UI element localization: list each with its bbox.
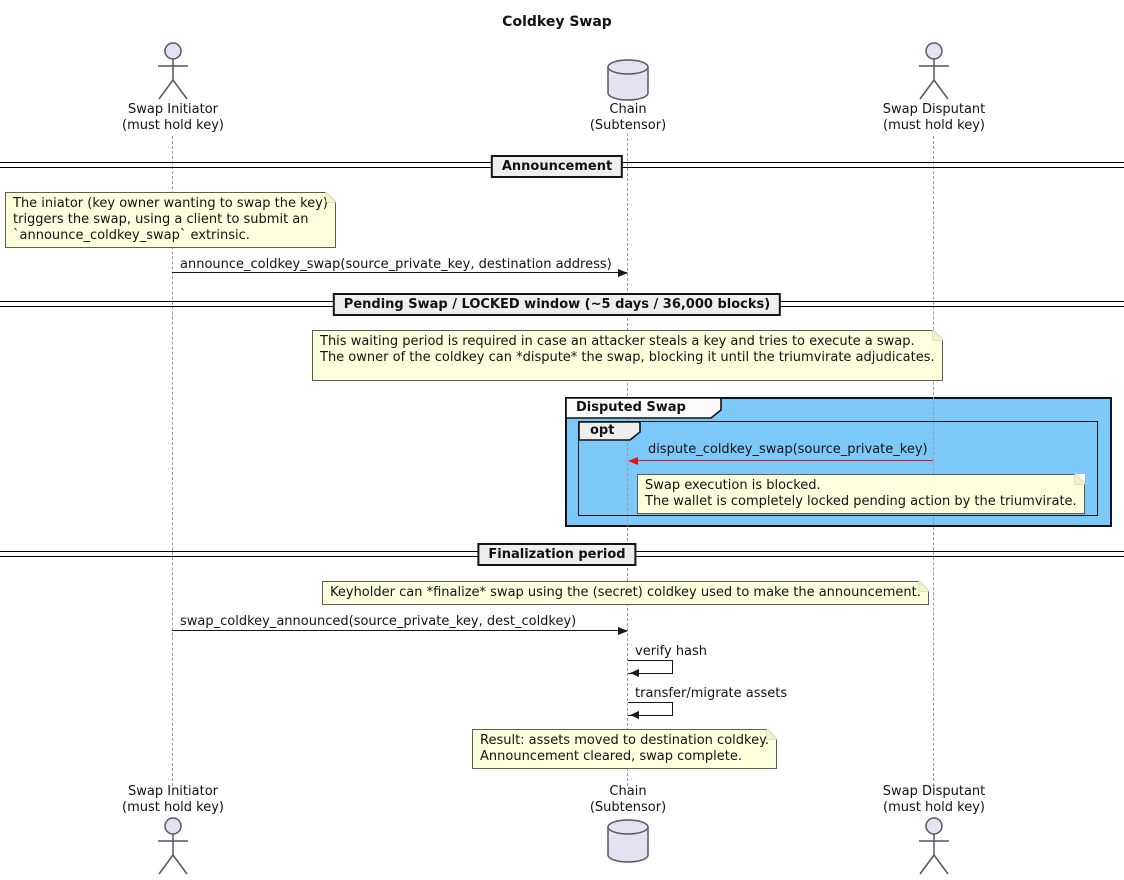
note-line: This waiting period is required in case … [320, 334, 915, 349]
note-line: The iniator (key owner wanting to swap t… [13, 196, 328, 211]
participant-qualifier: (must hold key) [883, 118, 985, 133]
participant-qualifier: (Subtensor) [589, 118, 667, 133]
message-dispute-label: dispute_coldkey_swap(source_private_key) [648, 442, 928, 457]
participant-name: Swap Initiator [128, 784, 218, 799]
actor-icon [919, 817, 949, 875]
participant-initiator-bottom: Swap Initiator (must hold key) [122, 784, 224, 816]
database-icon [607, 819, 649, 863]
note-line: The wallet is completely locked pending … [645, 494, 1077, 509]
self-message-loop [628, 702, 673, 716]
participant-qualifier: (must hold key) [122, 800, 224, 815]
arrowhead-left-icon [630, 669, 639, 677]
participant-name: Chain [609, 784, 647, 799]
diagram-title: Coldkey Swap [502, 14, 612, 30]
participant-name: Chain [609, 102, 647, 117]
note-result: Result: assets moved to destination cold… [472, 729, 778, 769]
opt-operator: opt [590, 423, 615, 438]
note-line: triggers the swap, using a client to sub… [13, 212, 309, 227]
opt-tab [578, 421, 641, 441]
arrowhead-right-icon [618, 627, 628, 635]
note-line: Announcement cleared, swap complete. [480, 749, 742, 764]
message-verify-label: verify hash [635, 644, 708, 659]
note-line: The owner of the coldkey can *dispute* t… [320, 350, 935, 365]
actor-icon [158, 42, 188, 100]
actor-icon [919, 42, 949, 100]
note-finalize: Keyholder can *finalize* swap using the … [322, 581, 929, 605]
database-icon [607, 59, 649, 101]
participant-qualifier: (Subtensor) [589, 800, 667, 815]
note-line: Keyholder can *finalize* swap using the … [330, 585, 921, 600]
lifeline-initiator [172, 136, 173, 786]
opt-fragment [578, 421, 1098, 516]
group-title-tab [565, 397, 722, 419]
participant-disputant: Swap Disputant (must hold key) [883, 102, 986, 134]
participant-qualifier: (must hold key) [883, 800, 985, 815]
note-line: Result: assets moved to destination cold… [480, 733, 770, 748]
participant-chain: Chain (Subtensor) [590, 102, 666, 134]
participant-name: Swap Disputant [882, 102, 986, 117]
arrowhead-right-icon [618, 269, 628, 277]
message-finalize-line [172, 630, 627, 631]
divider-finalization: Finalization period [477, 543, 637, 566]
message-finalize-label: swap_coldkey_announced(source_private_ke… [180, 614, 577, 629]
participant-name: Swap Initiator [128, 102, 218, 117]
note-blocked: Swap execution is blocked. The wallet is… [637, 474, 1085, 514]
note-waiting: This waiting period is required in case … [312, 330, 943, 381]
self-message-loop [628, 660, 673, 674]
note-line: `announce_coldkey_swap` extrinsic. [13, 228, 250, 243]
arrowhead-left-icon [630, 711, 639, 719]
participant-chain-bottom: Chain (Subtensor) [590, 784, 666, 816]
lifeline-disputant [933, 136, 934, 786]
message-dispute-line [630, 460, 933, 461]
participant-name: Swap Disputant [882, 784, 986, 799]
divider-announcement: Announcement [490, 155, 624, 178]
arrowhead-left-icon [628, 457, 638, 465]
note-initiate: The iniator (key owner wanting to swap t… [5, 192, 336, 248]
message-announce-label: announce_coldkey_swap(source_private_key… [180, 257, 612, 272]
participant-qualifier: (must hold key) [122, 118, 224, 133]
message-announce-line [172, 272, 627, 273]
note-line: Swap execution is blocked. [645, 478, 821, 493]
divider-pending: Pending Swap / LOCKED window (~5 days / … [332, 293, 782, 316]
participant-disputant-bottom: Swap Disputant (must hold key) [883, 784, 986, 816]
lifeline-chain [627, 133, 628, 786]
participant-initiator: Swap Initiator (must hold key) [122, 102, 224, 134]
group-title: Disputed Swap [576, 400, 686, 415]
message-transfer-label: transfer/migrate assets [635, 686, 788, 701]
actor-icon [158, 817, 188, 875]
